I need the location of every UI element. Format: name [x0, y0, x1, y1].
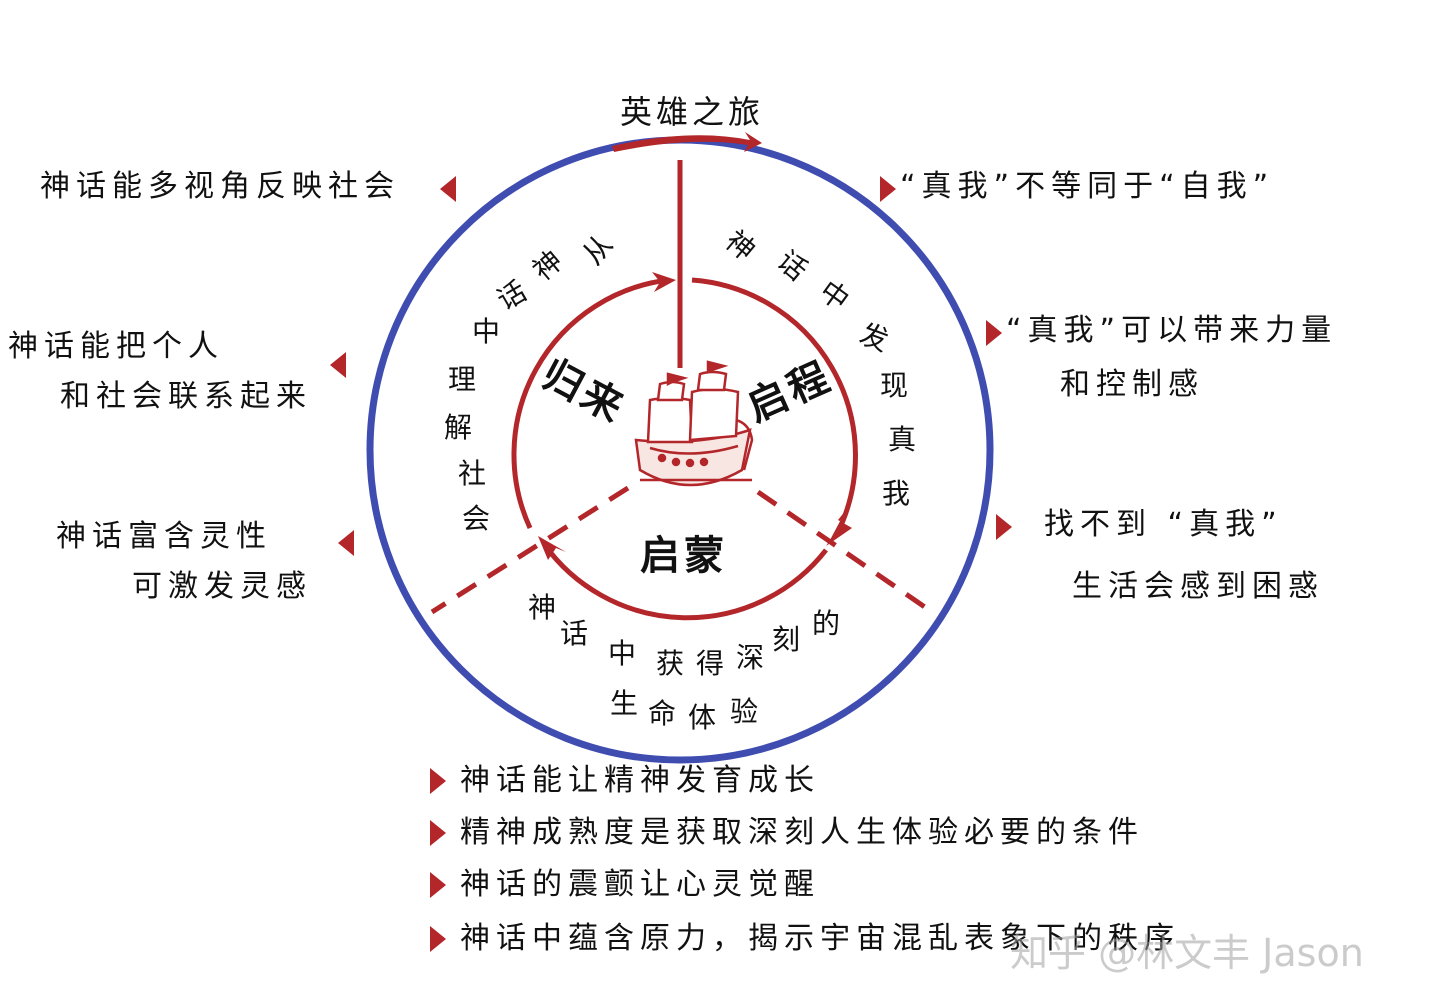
right-note-1-text: “真我”不等同于“自我”	[900, 169, 1275, 204]
watermark: 知乎 @林文丰 Jason	[1010, 931, 1364, 975]
left-note-3-line1: 神话富含灵性	[56, 519, 272, 554]
bullet-left-icon	[330, 352, 346, 378]
list-item-text: 神话的震颤让心灵觉醒	[460, 867, 820, 902]
right-note-3-line1: 找不到 “真我”	[1044, 507, 1283, 542]
left-note-1-text: 神话能多视角反映社会	[40, 169, 400, 204]
list-item: 神话的震颤让心灵觉醒	[430, 870, 820, 900]
list-item-text: 精神成熟度是获取深刻人生体验必要的条件	[460, 815, 1144, 850]
bullet-right-icon	[430, 872, 446, 898]
list-item: 精神成熟度是获取深刻人生体验必要的条件	[430, 818, 1144, 848]
list-item: 神话能让精神发育成长	[430, 766, 820, 796]
divider-line-left	[430, 485, 630, 615]
list-item-text: 神话能让精神发育成长	[460, 763, 820, 798]
arrowhead-departure-icon	[826, 510, 852, 546]
inner-arc-initiation	[541, 542, 828, 621]
stage-initiation: 启蒙	[640, 533, 728, 579]
list-item: 神话中蕴含原力，揭示宇宙混乱表象下的秩序	[430, 924, 1180, 954]
title-arrow-icon	[612, 132, 762, 152]
bullet-right-icon	[430, 768, 446, 794]
diagram-title: 英雄之旅	[620, 93, 765, 131]
sailing-ship-icon	[634, 360, 754, 487]
right-note-2-line2: 和控制感	[1060, 367, 1204, 402]
bullet-left-icon	[440, 176, 456, 202]
list-item-text: 神话中蕴含原力，揭示宇宙混乱表象下的秩序	[460, 921, 1180, 956]
left-note-2-line2: 和社会联系起来	[60, 379, 312, 414]
bullet-right-icon	[986, 320, 1002, 346]
bullet-right-icon	[430, 926, 446, 952]
right-note-3-line2: 生活会感到困惑	[1072, 569, 1324, 604]
arrowhead-return-icon	[652, 272, 676, 292]
bullet-right-icon	[880, 176, 896, 202]
inner-arc-return	[511, 277, 669, 530]
bullet-right-icon	[430, 820, 446, 846]
inner-arc-departure	[691, 277, 858, 534]
arrowhead-initiation-icon	[538, 536, 566, 560]
left-note-3-line2: 可激发灵感	[132, 569, 312, 604]
left-note-2-line1: 神话能把个人	[8, 329, 224, 364]
right-note-2-line1: “真我”可以带来力量	[1006, 313, 1338, 348]
bullet-left-icon	[338, 530, 354, 556]
bullet-right-icon	[996, 514, 1012, 540]
